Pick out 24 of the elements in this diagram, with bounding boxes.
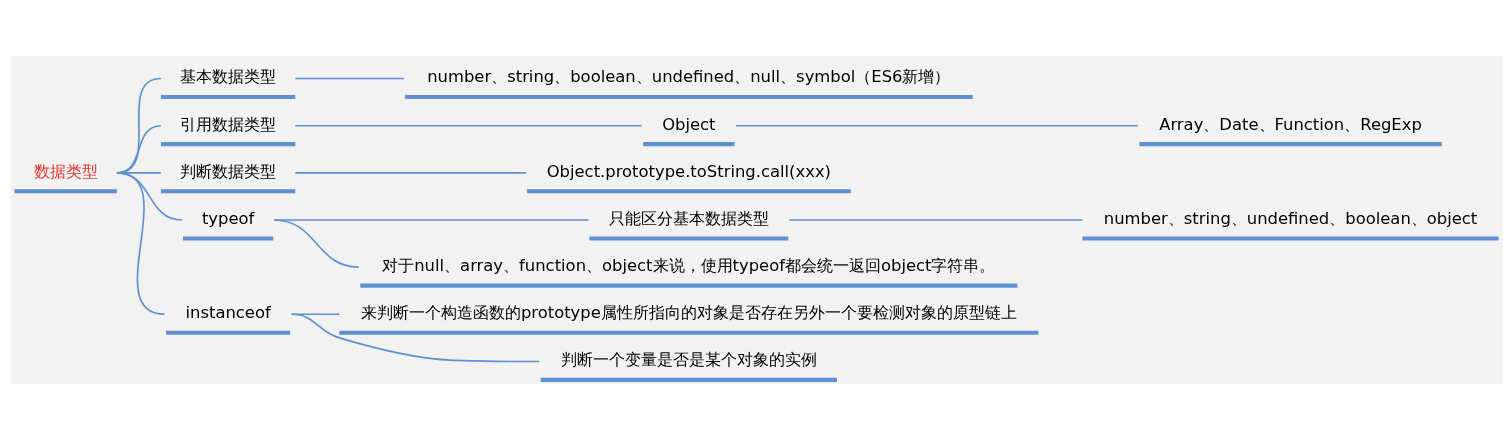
node-text: 对于null、array、function、object来说，使用typeof都会统一返回object字符串。	[381, 255, 995, 275]
node-text: Object	[661, 114, 716, 134]
node-text: 引用数据类型	[179, 114, 276, 134]
node-text: 判断数据类型	[179, 161, 276, 181]
connector	[290, 313, 340, 315]
connector	[272, 218, 360, 268]
connector	[293, 77, 405, 79]
connector	[293, 124, 643, 126]
connector	[734, 124, 1139, 126]
node-text: 来判断一个构造函数的prototype属性所指向的对象是否存在另外一个要检测对象的原型链上	[360, 302, 1017, 322]
node-text: instanceof	[184, 302, 271, 322]
node-text: 只能区分基本数据类型	[608, 208, 769, 228]
node-text: 基本数据类型	[179, 66, 276, 86]
node-text: typeof	[201, 208, 254, 228]
connector	[293, 171, 527, 174]
connector	[115, 171, 165, 315]
node-text: 数据类型	[33, 161, 98, 181]
node-text: Array、Date、Function、RegExp	[1158, 114, 1422, 134]
node-text: number、string、undefined、boolean、object	[1103, 208, 1477, 228]
connector	[787, 218, 1083, 221]
connector	[290, 313, 540, 362]
node-text: 判断一个变量是否是某个对象的实例	[560, 349, 817, 369]
node-text: number、string、boolean、undefined、null、symbol（ES6新增）	[426, 66, 950, 86]
node-text: Object.prototype.toString.call(xxx)	[546, 161, 831, 181]
